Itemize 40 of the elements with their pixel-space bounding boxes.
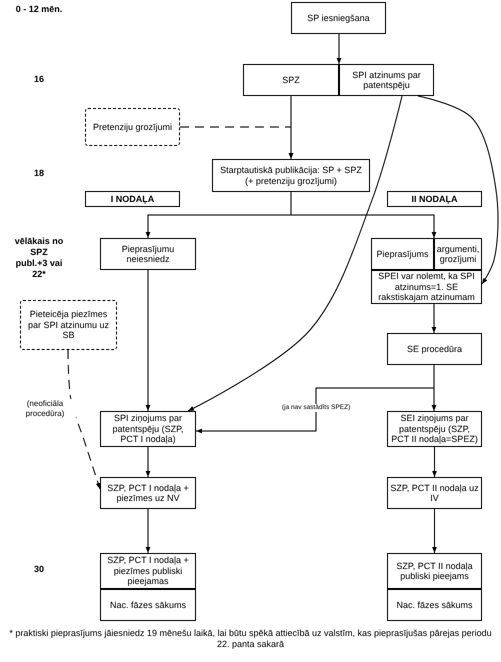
process-box: SE procedūra xyxy=(387,333,482,365)
process-box: SZP, PCT II nodaļa publiski pieejams xyxy=(387,553,482,589)
process-box: argumenti, grozījumi xyxy=(434,238,482,270)
process-box: SZP, PCT I nodaļa + piezīmes publiski pieejamas xyxy=(100,553,196,589)
arrow xyxy=(432,446,437,478)
process-box: Nac. fāzes sākums xyxy=(387,589,482,621)
process-box: SEI ziņojums par patentspēju (SZP, PCT II nodaļa=SPEZ) xyxy=(387,411,482,447)
process-box: SPI atzinums par patentspēju xyxy=(339,64,434,96)
process-box: SPZ xyxy=(243,64,339,96)
time-label: 18 xyxy=(32,168,45,179)
process-box: Pieprasījums xyxy=(371,238,434,270)
process-box: SZP, PCT I nodaļa + piezīmes uz NV xyxy=(100,477,196,509)
time-note: vēlākais no SPZ publ.+3 vai 22* xyxy=(14,236,64,280)
section-header-box: II NODAĻA xyxy=(387,191,482,207)
time-label: 16 xyxy=(32,74,45,85)
dashed-note-box: Pretenziju grozījumi xyxy=(85,108,180,146)
arrow xyxy=(432,508,437,554)
arrow xyxy=(196,364,434,434)
arrow xyxy=(146,446,150,478)
arrow xyxy=(418,96,498,284)
process-box: SPI ziņojums par patentspēju (SZP, PCT I nodaļa) xyxy=(100,411,196,447)
process-box: Pieprasījumu neiesniedz xyxy=(100,238,196,270)
dashed-note-box: Pieteicēja piezīmes par SPI atzinumu uz SB xyxy=(20,300,117,350)
dashed-arrow xyxy=(68,350,100,490)
process-box: SP iesniegšana xyxy=(291,2,386,34)
section-header-box: I NODAĻA xyxy=(85,191,180,207)
time-label: 30 xyxy=(32,564,45,575)
dashed-arrow xyxy=(180,126,294,160)
time-label: 0 - 12 mēn. xyxy=(14,4,64,15)
arrow xyxy=(290,192,436,238)
arrow xyxy=(188,96,402,412)
process-box: Nac. fāzes sākums xyxy=(100,589,196,621)
footnote: * praktiski pieprasījums jāiesniedz 19 mēnešu laikā, lai būtu spēkā attiecībā uz valstīm, kas pieprasījušas pārejas periodu 22. panta sakarā xyxy=(8,628,493,650)
arrow xyxy=(432,304,436,334)
process-box: SZP, PCT II nodaļa uz IV xyxy=(387,477,482,509)
arrow xyxy=(336,34,342,64)
process-box: Starptautiskā publikācija: SP + SPZ (+ pretenziju grozījumi) xyxy=(212,159,370,192)
arrow xyxy=(146,508,150,554)
arrow xyxy=(146,270,150,412)
process-box: SPEI var nolemt, ka SPI atzinums=1. SE rakstiskajam atzinumam xyxy=(371,270,482,304)
